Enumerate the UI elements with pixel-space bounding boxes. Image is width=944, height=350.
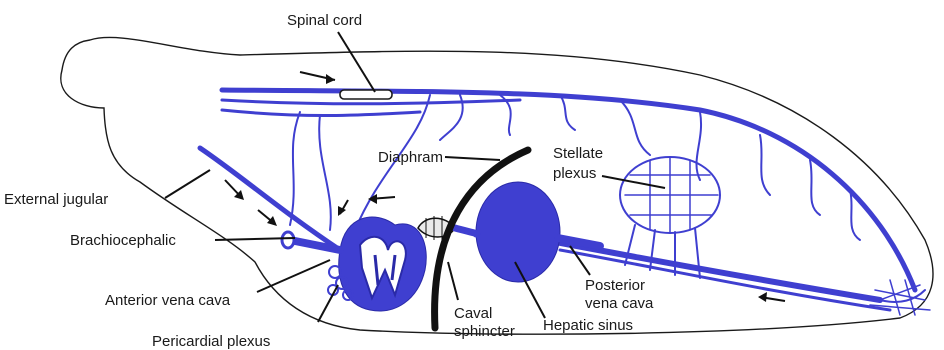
label-external-jugular: External jugular bbox=[4, 191, 108, 208]
label-spinal-cord: Spinal cord bbox=[287, 12, 362, 29]
label-brachiocephalic: Brachiocephalic bbox=[70, 232, 176, 249]
label-pericardial-plexus: Pericardial plexus bbox=[152, 333, 270, 350]
label-stellate: Stellate bbox=[553, 145, 603, 162]
label-posterior: Posterior bbox=[585, 277, 645, 294]
label-diaphram: Diaphram bbox=[378, 149, 443, 166]
label-hepatic-sinus: Hepatic sinus bbox=[543, 317, 633, 334]
spinal-cord-tube bbox=[340, 90, 392, 99]
label-vena-cava: vena cava bbox=[585, 295, 654, 312]
label-plexus: plexus bbox=[553, 165, 596, 182]
jugular-vessels bbox=[200, 148, 340, 250]
label-caval: Caval bbox=[454, 305, 492, 322]
label-anterior-vena-cava: Anterior vena cava bbox=[105, 292, 231, 309]
label-sphincter: sphincter bbox=[454, 323, 515, 340]
